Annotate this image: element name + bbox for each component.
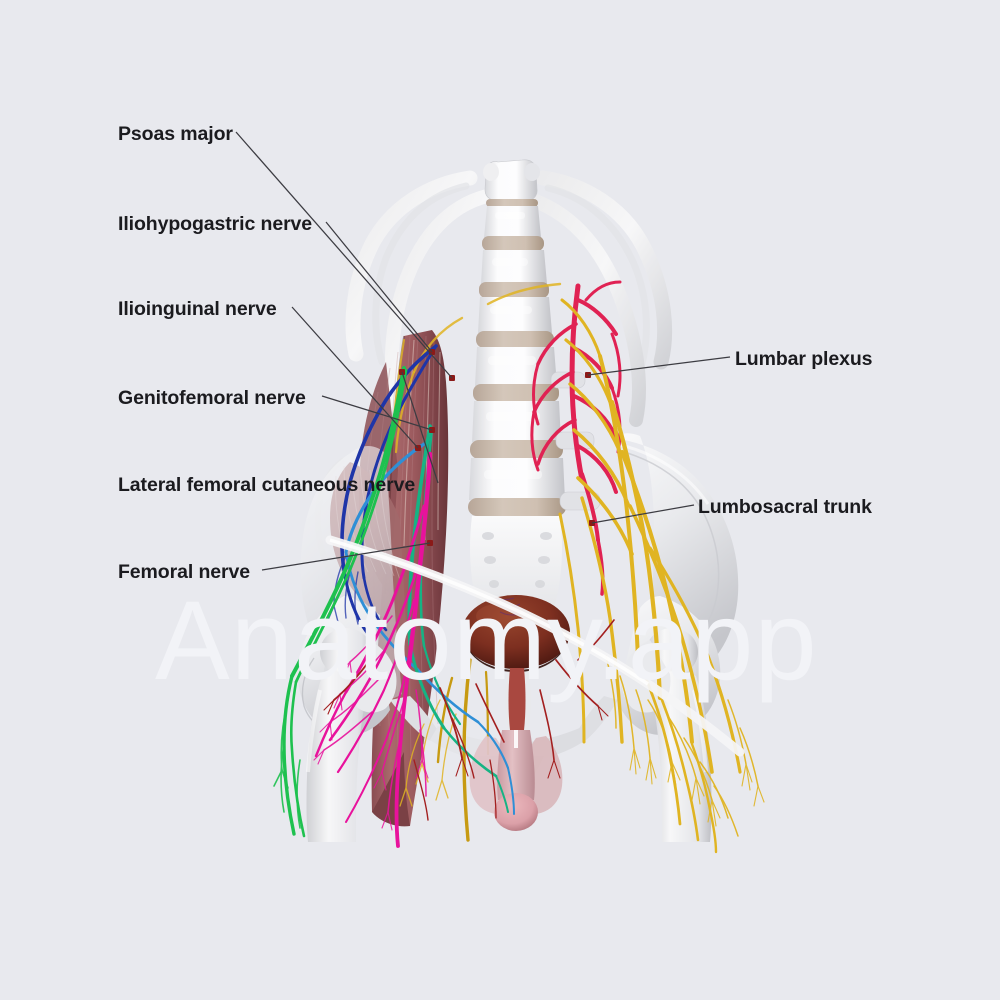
leader-line-ilioinguinal-nerve — [291, 306, 419, 449]
leader-line-lateral-femoral-cutaneous-nerve — [401, 371, 439, 484]
leader-line-lumbar-plexus — [587, 356, 731, 376]
label-lumbar-plexus: Lumbar plexus — [735, 348, 873, 370]
label-ilioinguinal-nerve: Ilioinguinal nerve — [118, 298, 277, 320]
small-vessels — [323, 619, 615, 821]
leader-line-lumbosacral-trunk — [591, 504, 695, 524]
lumbar-spine — [468, 159, 601, 516]
label-iliohypogastric-nerve: Iliohypogastric nerve — [118, 213, 313, 235]
lumbar-arteries — [530, 280, 622, 596]
label-psoas-major: Psoas major — [118, 123, 233, 145]
sympathetic-cord — [325, 535, 745, 757]
lateral-femoral-cutaneous-nerve-path — [273, 366, 408, 838]
leader-line-femoral-nerve — [261, 542, 431, 571]
ribs-group — [345, 170, 673, 427]
ilioinguinal-nerve-path — [344, 442, 515, 815]
leader-line-genitofemoral-nerve — [321, 395, 433, 431]
label-lateral-femoral-cutaneous-nerve: Lateral femoral cutaneous nerve — [118, 474, 416, 496]
leader-line-iliohypogastric-nerve — [325, 221, 433, 353]
leader-line-psoas-major — [235, 131, 453, 379]
label-lumbosacral-trunk: Lumbosacral trunk — [698, 496, 872, 518]
label-femoral-nerve: Femoral nerve — [118, 561, 251, 583]
label-genitofemoral-nerve: Genitofemoral nerve — [118, 387, 306, 409]
watermark: Anatomy.app — [155, 578, 818, 703]
